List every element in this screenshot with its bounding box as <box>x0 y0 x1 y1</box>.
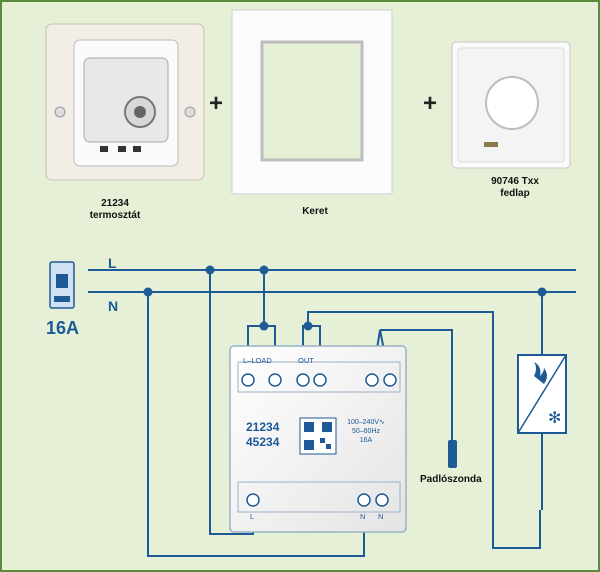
device-spec: 100–240V∿ 50–60Hz 16A <box>340 418 392 445</box>
spec-current: 16A <box>359 437 373 444</box>
cover-code: 90746 Txx <box>491 176 539 187</box>
heating-element-icon: ✻ <box>517 354 567 510</box>
terminal-out-label: OUT <box>298 356 314 365</box>
device-code-1: 21234 <box>246 420 280 434</box>
terminal-n1-label: N <box>360 512 366 521</box>
device-codes: 21234 45234 <box>246 420 279 450</box>
frame-caption: Keret <box>302 206 328 217</box>
terminal-l-label: L <box>250 512 255 521</box>
thermostat-name: termosztát <box>89 210 141 221</box>
neutral-label: N <box>108 298 119 314</box>
thermostat-insert-image <box>45 23 205 181</box>
floor-sensor-icon <box>448 440 457 468</box>
thermostat-caption: 21234 termosztát <box>70 198 160 222</box>
line-label: L <box>108 255 117 271</box>
thermostat-code: 21234 <box>101 198 129 209</box>
floor-sensor-label: Padlószonda <box>420 474 482 485</box>
spec-frequency: 50–60Hz <box>351 428 381 435</box>
circuit-breaker-icon <box>49 261 75 309</box>
spec-voltage: 100–240V∿ <box>347 419 385 426</box>
top-terminals <box>241 373 397 387</box>
plus-sign-2: + <box>422 90 437 117</box>
frame-image <box>231 9 393 195</box>
svg-text:✻: ✻ <box>548 408 561 427</box>
breaker-rating: 16A <box>46 318 80 338</box>
terminal-l-load-label: L–LOAD <box>243 356 272 365</box>
thermostat-module <box>229 345 407 533</box>
device-code-2: 45234 <box>246 435 280 449</box>
bottom-terminals <box>246 493 389 507</box>
cover-caption: 90746 Txx fedlap <box>470 176 560 200</box>
cover-name: fedlap <box>500 188 530 199</box>
cover-plate-image <box>451 41 571 169</box>
terminal-n2-label: N <box>378 512 384 521</box>
plus-sign-1: + <box>208 90 223 117</box>
